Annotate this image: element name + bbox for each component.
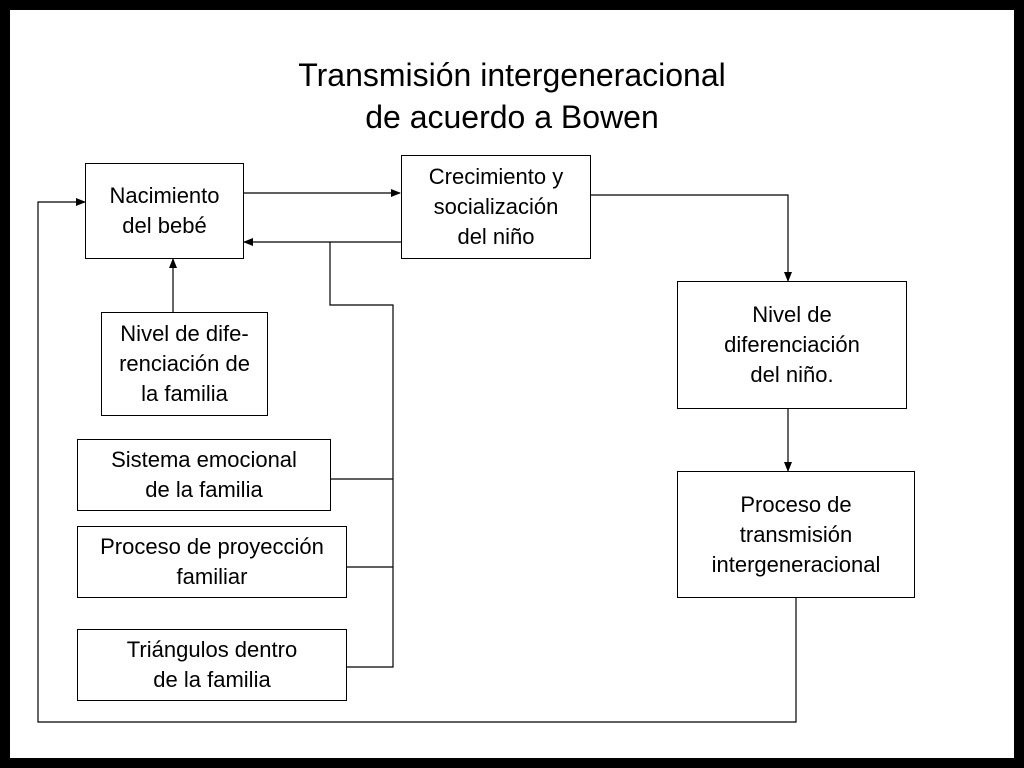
node-proceso-proyeccion-label: Proceso de proyección familiar (100, 534, 324, 589)
node-nivel-dif-familia-label: Nivel de dife- renciación de la familia (119, 321, 250, 406)
node-nivel-dif-nino: Nivel de diferenciación del niño. (677, 281, 907, 409)
node-triangulos-label: Triángulos dentro de la familia (126, 637, 298, 692)
title-line-2: de acuerdo a Bowen (365, 99, 659, 135)
node-triangulos: Triángulos dentro de la familia (77, 629, 347, 701)
node-nivel-dif-nino-label: Nivel de diferenciación del niño. (724, 302, 860, 387)
arrow-feedback-loop (37, 198, 797, 723)
node-nacimiento: Nacimiento del bebé (85, 163, 244, 259)
node-sistema-emocional-label: Sistema emocional de la familia (111, 447, 297, 502)
node-nivel-dif-familia: Nivel de dife- renciación de la familia (101, 312, 268, 416)
node-proceso-transmision: Proceso de transmisión intergeneracional (677, 471, 915, 598)
node-sistema-emocional: Sistema emocional de la familia (77, 439, 331, 511)
title-line-1: Transmisión intergeneracional (298, 57, 726, 93)
node-crecimiento: Crecimiento y socialización del niño (401, 155, 591, 259)
node-nacimiento-label: Nacimiento del bebé (109, 183, 220, 238)
arrow-crecimiento-to-nivel-nino (590, 194, 792, 282)
node-crecimiento-label: Crecimiento y socialización del niño (428, 164, 564, 249)
factors-bracket (329, 242, 394, 668)
node-proceso-proyeccion: Proceso de proyección familiar (77, 526, 347, 598)
node-proceso-transmision-label: Proceso de transmisión intergeneracional (711, 491, 881, 577)
diagram-title: Transmisión intergeneracional de acuerdo… (10, 54, 1014, 138)
